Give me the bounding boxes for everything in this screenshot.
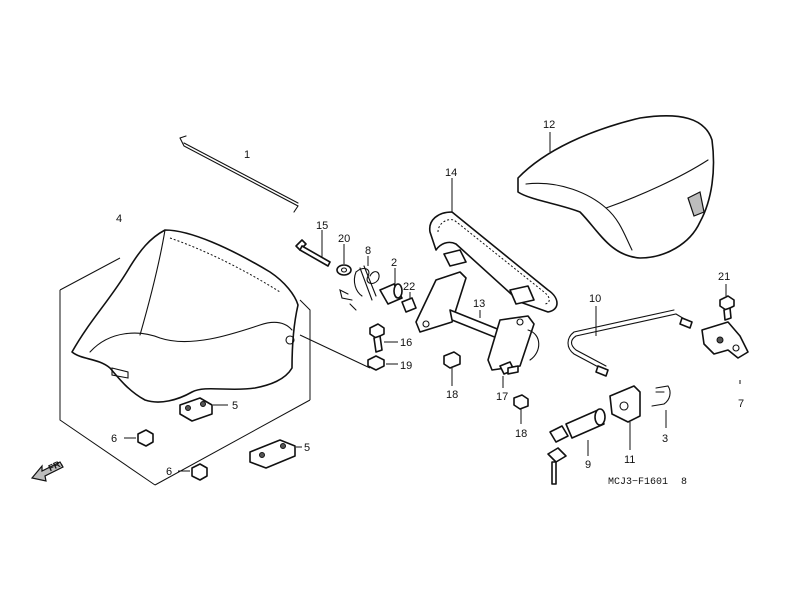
callout-14: 14 (445, 167, 457, 179)
callout-22: 22 (403, 281, 415, 293)
grommet-part-18a (443, 351, 461, 386)
callout-12: 12 (543, 119, 555, 131)
pillion-seat-part-12 (517, 115, 715, 259)
lock-holder-part-11 (609, 385, 641, 450)
rider-seat-part (59, 229, 371, 486)
diagram-code: MCJ3−F1601 (608, 477, 668, 488)
callout-13: 13 (473, 298, 485, 310)
collar-part-2 (379, 268, 403, 305)
front-direction-arrow (30, 461, 64, 482)
grommet-part-18b (513, 394, 529, 424)
callout-18a: 18 (446, 389, 458, 401)
washer-part-20 (336, 244, 352, 276)
callout-4: 4 (116, 213, 122, 225)
callout-21: 21 (718, 271, 730, 283)
bolt-part-15 (295, 230, 331, 267)
callout-10: 10 (589, 293, 601, 305)
callout-1: 1 (244, 149, 250, 161)
spring-part-8 (339, 256, 380, 311)
seat-rod-part (179, 135, 299, 213)
front-direction-label: FR. (47, 458, 64, 473)
callout-18b: 18 (515, 428, 527, 440)
callout-5a: 5 (232, 400, 238, 412)
key-part (547, 447, 567, 485)
callout-6a: 6 (111, 433, 117, 445)
bushing-part-22 (401, 292, 417, 313)
callout-11: 11 (624, 454, 635, 466)
bracket-part-upper (179, 397, 228, 422)
callout-9: 9 (585, 459, 591, 471)
callout-5b: 5 (304, 442, 310, 454)
grab-handle-part-14 (428, 178, 558, 313)
nut-part-19 (367, 355, 398, 371)
callout-8: 8 (365, 245, 371, 257)
callout-3: 3 (662, 433, 668, 445)
callout-20: 20 (338, 233, 350, 245)
seat-bracket-part-13 (415, 271, 540, 371)
diagram-code-suffix: 8 (681, 477, 687, 488)
nut-part-b (178, 463, 208, 481)
callout-6b: 6 (166, 466, 172, 478)
callout-16: 16 (400, 337, 412, 349)
callout-2: 2 (391, 257, 397, 269)
clip-part-3 (651, 385, 671, 428)
callout-7: 7 (738, 398, 744, 410)
key-cylinder-part-9 (549, 408, 606, 456)
callout-17: 17 (496, 391, 508, 403)
seat-lock-cable-part-10 (567, 306, 693, 377)
seat-lock-part-7 (701, 321, 749, 384)
callout-15: 15 (316, 220, 328, 232)
bracket-part-lower (249, 439, 302, 469)
bolt-part-16 (369, 323, 398, 353)
bolt-part-21 (719, 284, 735, 321)
callout-19: 19 (400, 360, 412, 372)
nut-part-a (124, 429, 154, 447)
screw-part-17 (499, 361, 519, 388)
